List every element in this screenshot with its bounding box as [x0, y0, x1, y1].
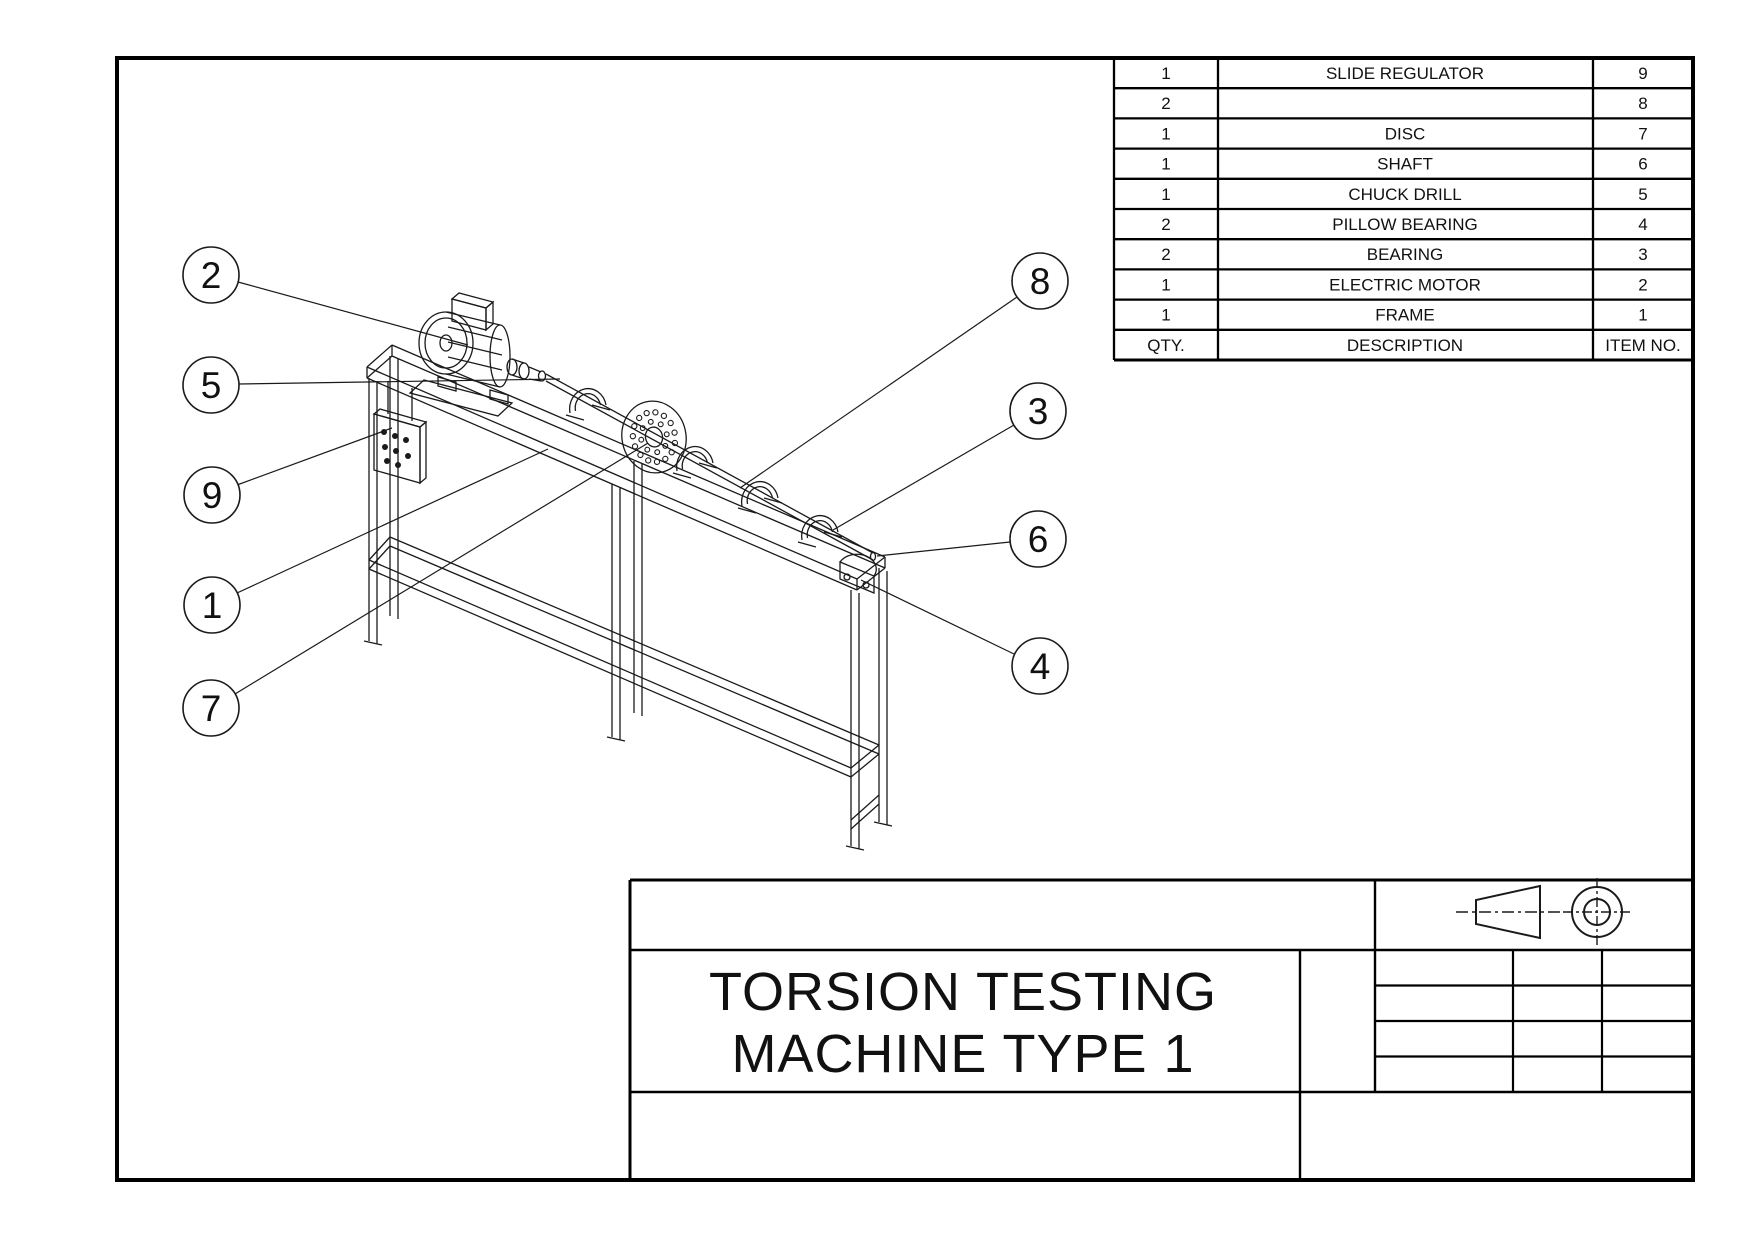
bom-cell-qty: 2: [1161, 94, 1170, 113]
third-angle-projection-icon: [1456, 878, 1631, 946]
bom-cell-item-no: 2: [1638, 275, 1647, 294]
balloon-label: 5: [201, 365, 222, 406]
bom-header-item-no: ITEM NO.: [1605, 336, 1681, 355]
drawing-title: TORSION TESTING MACHINE TYPE 1: [709, 962, 1217, 1084]
bom-header-qty: QTY.: [1147, 336, 1184, 355]
projection-cone-icon: [1475, 884, 1541, 940]
balloon-label: 3: [1028, 391, 1049, 432]
drawing-title-line2: MACHINE TYPE 1: [731, 1024, 1194, 1084]
balloon-6: 6: [1009, 510, 1067, 568]
frame-bench: [363, 344, 893, 851]
bearing-hanger: [737, 480, 783, 514]
balloon-5: 5: [182, 356, 240, 414]
bom-cell-description: DISC: [1385, 124, 1426, 143]
machine-isometric-view: [363, 292, 893, 851]
bom-cell-description: CHUCK DRILL: [1348, 185, 1461, 204]
balloon-label: 4: [1030, 646, 1051, 687]
bom-cell-description: ELECTRIC MOTOR: [1329, 275, 1481, 294]
bom-cell-qty: 2: [1161, 215, 1170, 234]
balloon-4: 4: [1011, 637, 1069, 695]
leader-line-2: [237, 281, 469, 346]
balloon-1: 1: [183, 576, 241, 634]
leader-lines: [234, 281, 1018, 695]
balloon-callouts: 2 5 9 1 7 8 3 6: [182, 246, 1069, 737]
leader-line-5: [238, 378, 561, 385]
leader-line-1: [236, 448, 549, 594]
perforated-disc: [621, 400, 687, 474]
drawing-border: [115, 56, 1695, 1182]
bom-cell-item-no: 1: [1638, 306, 1647, 325]
bom-cell-description: FRAME: [1375, 306, 1435, 325]
balloon-label: 8: [1030, 261, 1051, 302]
balloon-label: 1: [202, 585, 223, 626]
bom-row: 2 BEARING 3: [1161, 245, 1647, 264]
bom-row: 1 FRAME 1: [1161, 306, 1647, 325]
balloon-7: 7: [182, 679, 240, 737]
bom-cell-description: SLIDE REGULATOR: [1326, 64, 1484, 83]
slide-regulator-panel: [372, 381, 428, 485]
bearing-hanger: [797, 514, 843, 548]
bom-row: 2 8: [1161, 94, 1647, 113]
bom-cell-qty: 1: [1161, 275, 1170, 294]
bom-cell-item-no: 3: [1638, 245, 1647, 264]
bom-row: 1 DISC 7: [1161, 124, 1647, 143]
leader-line-4: [860, 579, 1015, 655]
balloon-3: 3: [1009, 382, 1067, 440]
bom-header-row: QTY. DESCRIPTION ITEM NO.: [1147, 336, 1681, 355]
balloon-label: 9: [202, 475, 223, 516]
bom-header-description: DESCRIPTION: [1347, 336, 1463, 355]
bom-cell-qty: 1: [1161, 155, 1170, 174]
leader-line-3: [832, 424, 1015, 531]
balloon-label: 2: [201, 255, 222, 296]
bearing-hanger: [565, 387, 611, 421]
bom-cell-qty: 1: [1161, 185, 1170, 204]
bom-row: 1 CHUCK DRILL 5: [1161, 185, 1647, 204]
bom-table-text: 1 SLIDE REGULATOR 9 2 8 1 DISC 7 1 SHAFT…: [1147, 64, 1681, 355]
bom-cell-description: SHAFT: [1377, 155, 1433, 174]
bom-cell-qty: 2: [1161, 245, 1170, 264]
bom-table: [1112, 58, 1693, 362]
bom-cell-qty: 1: [1161, 124, 1170, 143]
balloon-9: 9: [183, 466, 241, 524]
title-block: [628, 878, 1693, 1180]
bom-cell-item-no: 4: [1638, 215, 1647, 234]
balloon-8: 8: [1011, 252, 1069, 310]
leader-line-7: [234, 442, 649, 695]
bom-cell-item-no: 8: [1638, 94, 1647, 113]
chuck-drill: [506, 358, 547, 382]
bom-cell-qty: 1: [1161, 306, 1170, 325]
bom-cell-item-no: 7: [1638, 124, 1647, 143]
bom-cell-item-no: 5: [1638, 185, 1647, 204]
balloon-2: 2: [182, 246, 240, 304]
leader-line-9: [236, 427, 393, 486]
bom-cell-qty: 1: [1161, 64, 1170, 83]
bom-cell-item-no: 6: [1638, 155, 1647, 174]
bom-row: 1 SLIDE REGULATOR 9: [1161, 64, 1647, 83]
bom-cell-item-no: 9: [1638, 64, 1647, 83]
bom-row: 2 PILLOW BEARING 4: [1161, 215, 1647, 234]
drawing-title-line1: TORSION TESTING: [709, 962, 1217, 1022]
balloon-label: 7: [201, 688, 222, 729]
electric-motor: [408, 292, 514, 417]
balloon-label: 6: [1028, 519, 1049, 560]
bom-row: 1 ELECTRIC MOTOR 2: [1161, 275, 1647, 294]
bom-row: 1 SHAFT 6: [1161, 155, 1647, 174]
bom-cell-description: PILLOW BEARING: [1332, 215, 1477, 234]
leader-line-8: [739, 296, 1018, 489]
leader-line-6: [876, 541, 1011, 557]
bom-cell-description: BEARING: [1367, 245, 1444, 264]
